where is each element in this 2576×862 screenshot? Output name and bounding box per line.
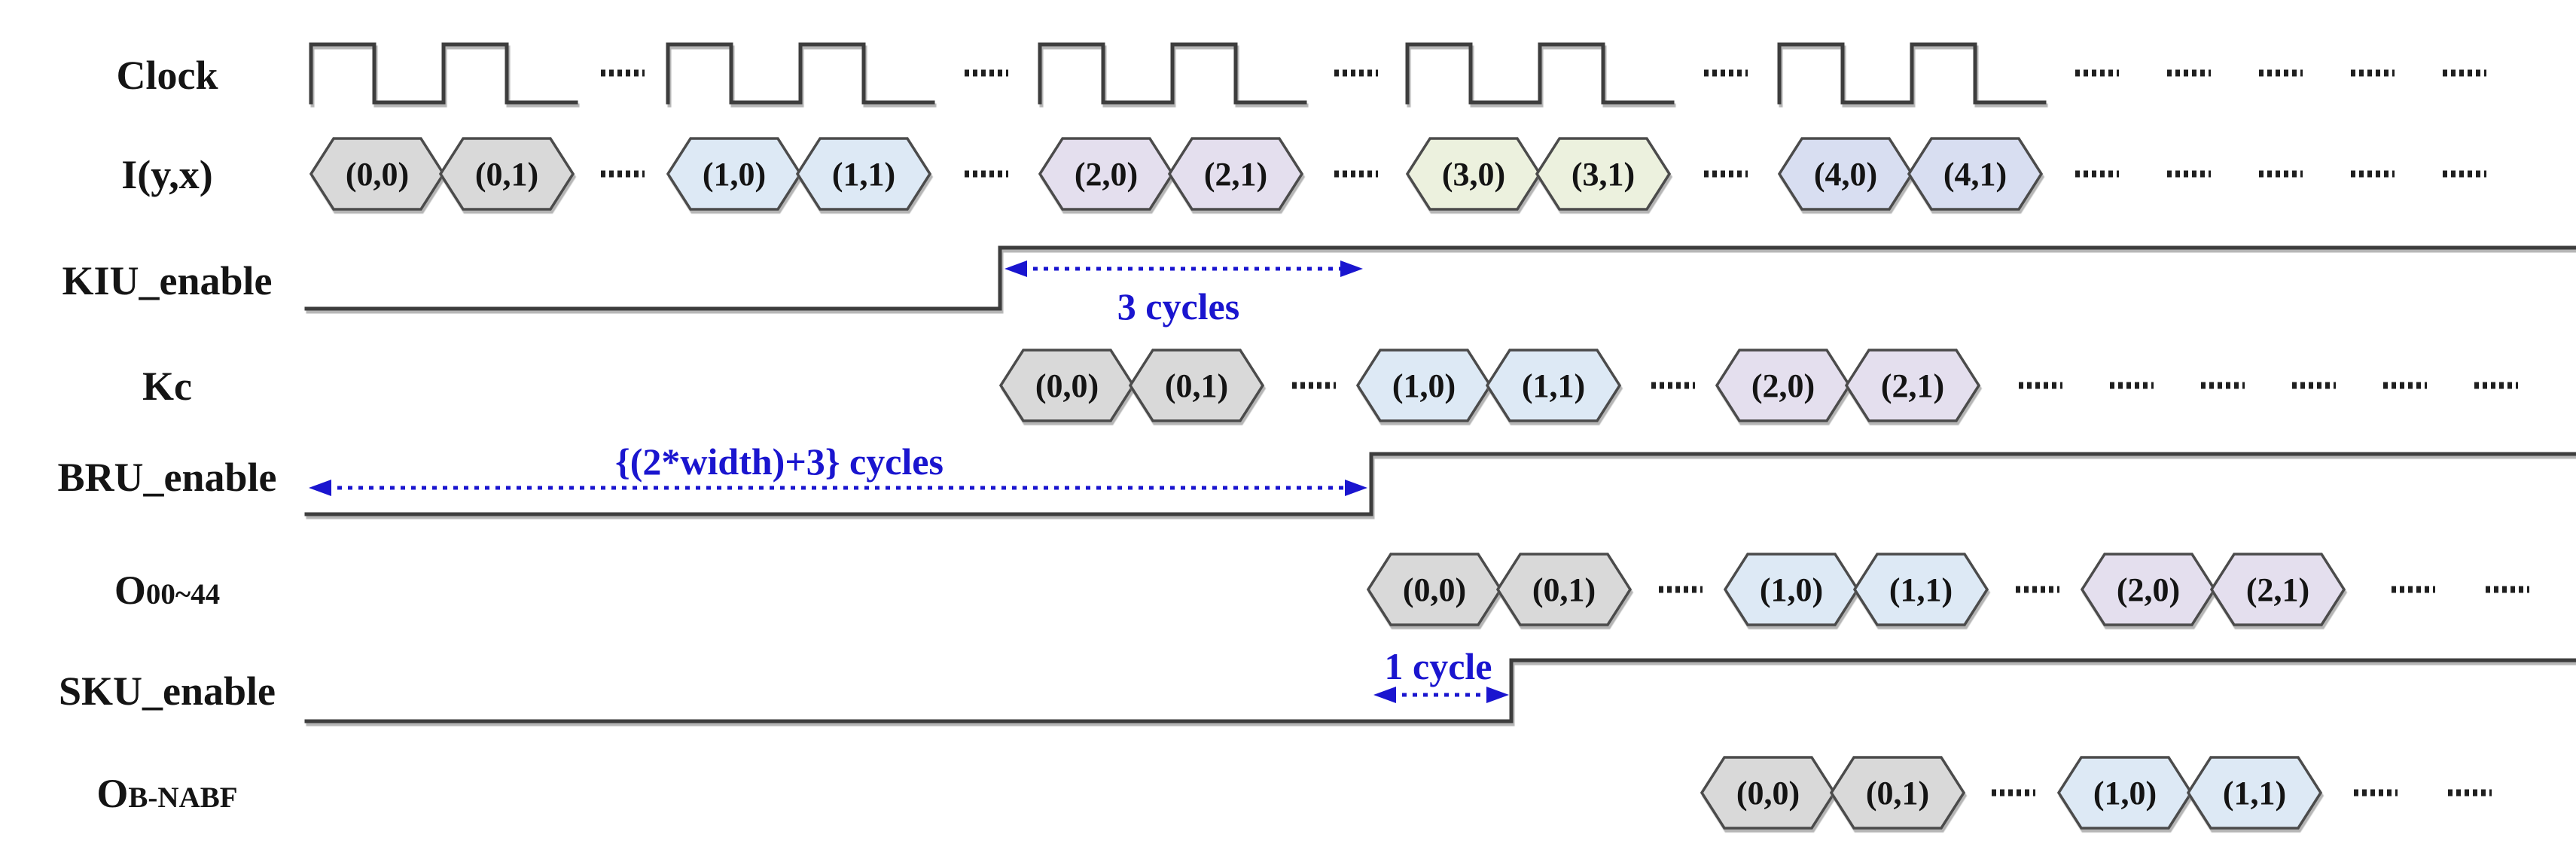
bus-value-hexagon [1128,349,1265,422]
bus-value-text: (2,0) [1075,156,1138,193]
annotation-text: 3 cycles [1117,285,1239,327]
bus-value-text: (1,0) [1392,367,1456,404]
arrowhead-right-icon [1345,480,1367,496]
row-kc-bus: Kc (0,0) (0,1) (1,0) (1,1) (2,0) (2,1) [142,349,2518,422]
row-label-bru-enable: BRU_enable [57,455,276,500]
annotation-text: {(2*width)+3} cycles [615,440,944,483]
bus-value-text: (0,1) [475,156,538,193]
row-label-i-bus: I(y,x) [121,152,213,197]
bus-value-text: (2,0) [2117,571,2180,608]
bus-value-text: (2,1) [1881,367,1944,404]
bus-value-text: (0,0) [346,156,409,193]
bus-value-text: (2,1) [2246,571,2309,608]
row-label-kiu-enable: KIU_enable [62,258,272,303]
clock-pulse-group [309,42,578,105]
bus-value-hexagon [1852,553,1989,626]
enable-waveform [304,452,2576,516]
bus-value-text: (1,1) [1522,367,1585,404]
arrowhead-right-icon [1486,687,1509,703]
row-ob-bus: OB-NABF (0,0) (0,1) (1,0) (1,1) [96,756,2492,830]
bus-value-text: (3,0) [1442,156,1505,193]
clock-pulse-group [1038,42,1307,105]
bus-value-text: (1,1) [1889,571,1953,608]
row-o-bus: O00~44 (0,0) (0,1) (1,0) (1,1) (2,0) (2,1) [114,553,2529,626]
bus-value-text: (0,0) [1035,367,1099,404]
bus-value-text: (1,1) [2223,775,2286,812]
bus-value-text: (4,1) [1943,156,2007,193]
row-label-clock: Clock [117,53,218,98]
bus-value-text: (1,0) [1760,571,1823,608]
arrowhead-left-icon [1373,687,1396,703]
bus-value-hexagon [1167,137,1304,211]
bus-value-text: (1,1) [832,156,895,193]
bus-value-text: (1,0) [2093,775,2157,812]
row-label-ob-bus: OB-NABF [96,771,237,816]
enable-waveform [304,245,2576,311]
bus-value-text: (0,1) [1165,367,1228,404]
enable-waveform [304,658,2576,723]
bus-value-hexagon [795,137,932,211]
row-i-bus: I(y,x) (0,0) (0,1) (1,0) (1,1) (2,0) (2,1) (3,0… [121,137,2486,211]
arrowhead-left-icon [309,480,331,496]
arrowhead-left-icon [1004,260,1027,277]
annotation-kiu-delay: 3 cycles [1004,260,1363,327]
bus-value-text: (0,0) [1403,571,1466,608]
annotation-bru-delay: {(2*width)+3} cycles [309,440,1367,496]
row-clock: Clock [117,42,2486,105]
clock-pulse-group [1777,42,2047,105]
row-label-o-bus: O00~44 [114,568,220,613]
row-label-sku-enable: SKU_enable [59,669,276,714]
bus-value-hexagon [2209,553,2346,626]
bus-value-hexagon [1829,756,1966,830]
row-bru-enable: BRU_enable [57,452,2576,516]
bus-value-text: (0,1) [1866,775,1929,812]
arrowhead-right-icon [1340,260,1363,277]
bus-value-text: (4,0) [1814,156,1877,193]
bus-value-text: (0,0) [1736,775,1800,812]
bus-value-text: (3,1) [1572,156,1635,193]
row-label-kc-bus: Kc [142,364,192,409]
bus-value-hexagon [1907,137,2044,211]
clock-pulse-group [666,42,935,105]
bus-value-hexagon [1485,349,1622,422]
bus-value-hexagon [1535,137,1672,211]
annotation-text: 1 cycle [1385,645,1492,687]
annotation-sku-delay: 1 cycle [1373,645,1509,703]
clock-pulse-group [1405,42,1675,105]
bus-value-text: (2,0) [1751,367,1815,404]
bus-value-text: (0,1) [1532,571,1596,608]
bus-value-text: (1,0) [703,156,766,193]
bus-value-text: (2,1) [1204,156,1267,193]
bus-value-hexagon [1844,349,1981,422]
bus-value-hexagon [2186,756,2323,830]
bus-value-hexagon [438,137,575,211]
row-kiu-enable: KIU_enable [62,245,2576,311]
bus-value-hexagon [1495,553,1632,626]
row-sku-enable: SKU_enable [59,658,2576,723]
